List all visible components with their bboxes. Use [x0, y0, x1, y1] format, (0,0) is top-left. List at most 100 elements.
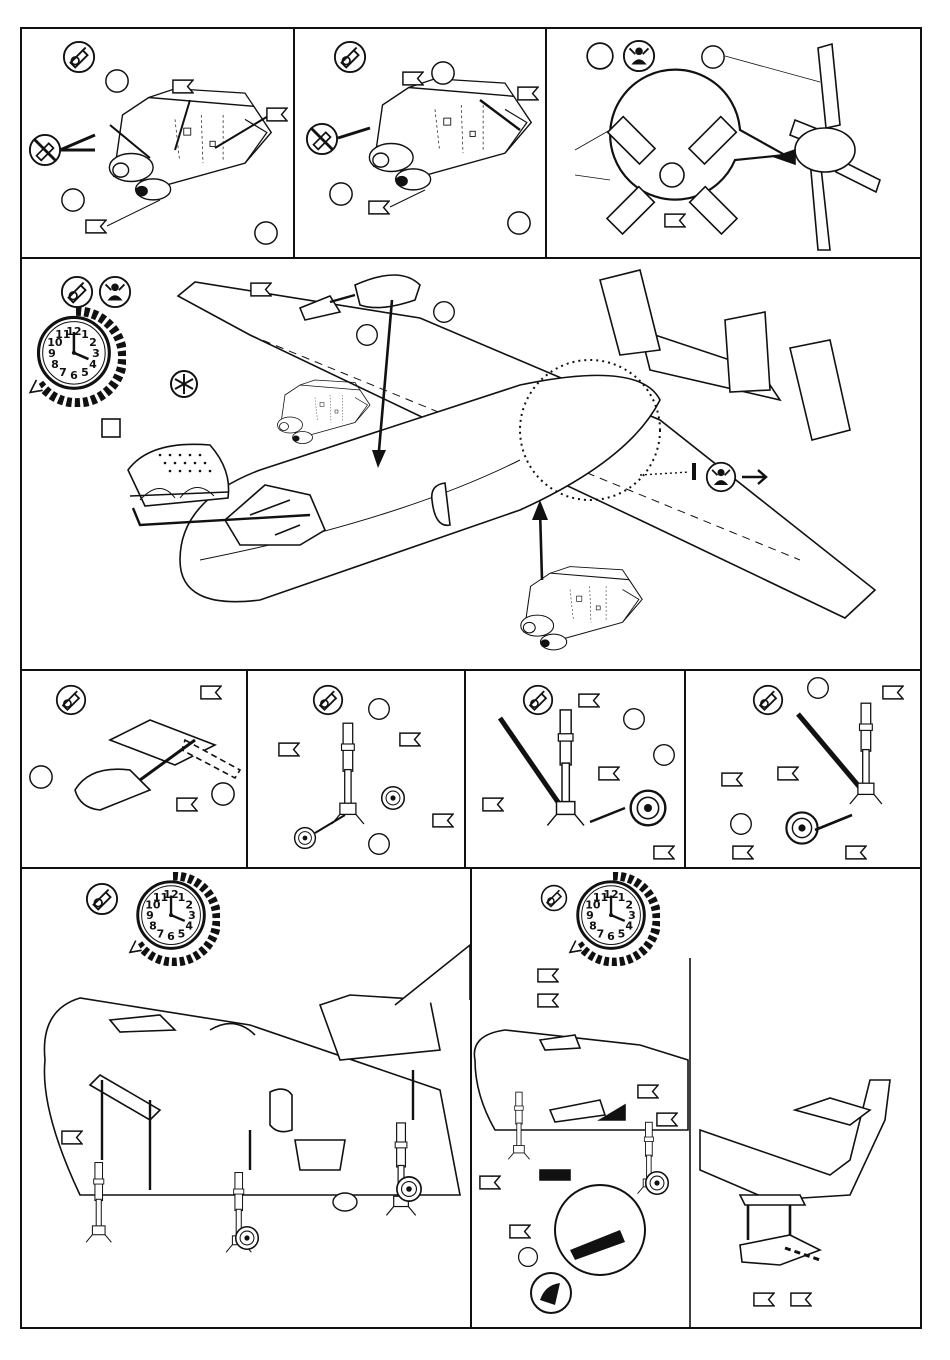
clock-numeral: 11 — [153, 891, 168, 904]
asterisk-icon — [171, 371, 197, 397]
part-callout — [369, 834, 390, 855]
direction-arrow-icon — [742, 470, 766, 484]
paint-icon — [624, 41, 654, 71]
gear-strut-drawing — [850, 703, 882, 804]
glue-tube-icon — [64, 42, 94, 72]
cement-nozzle-icon — [531, 1273, 571, 1313]
part-number-flag-icon — [754, 1293, 774, 1306]
aircraft-top-view-drawing — [178, 270, 875, 618]
gear-strut-drawing — [332, 723, 364, 824]
wheel-drawing — [397, 1177, 421, 1201]
clock-numeral: 6 — [70, 369, 78, 382]
panel-1 — [30, 42, 287, 244]
glue-tube-icon — [87, 884, 117, 914]
part-callout — [434, 302, 455, 323]
panel-3 — [575, 41, 880, 250]
wheel-drawing — [631, 791, 666, 826]
panel-7 — [483, 686, 674, 859]
wheel-drawing — [646, 1172, 669, 1195]
part-callout — [330, 183, 352, 205]
part-number-flag-icon — [654, 846, 674, 859]
wheel-drawing — [236, 1227, 259, 1250]
canopy-part-drawing — [128, 444, 229, 506]
part-number-flag-icon — [403, 72, 423, 85]
part-callout — [255, 222, 277, 244]
clock-numeral: 7 — [59, 366, 67, 379]
part-number-flag-icon — [267, 108, 287, 121]
part-number-flag-icon — [86, 220, 106, 233]
propeller-drawing — [775, 44, 880, 250]
clock-numeral: 4 — [185, 920, 193, 933]
clock-numeral: 1 — [618, 891, 626, 904]
panel-2 — [307, 42, 538, 234]
panel-4: 121234567891011 — [30, 270, 875, 650]
clock-numeral: 4 — [89, 358, 97, 371]
part-number-flag-icon — [510, 1225, 530, 1238]
part-number-flag-icon — [791, 1293, 811, 1306]
part-box — [102, 419, 120, 437]
part-number-flag-icon — [483, 798, 503, 811]
part-callout — [357, 325, 378, 346]
clock-numeral: 11 — [55, 328, 70, 341]
panel-5 — [30, 686, 240, 811]
tail-side-drawing — [700, 1080, 890, 1205]
part-callout — [30, 766, 52, 788]
clock-numeral: 1 — [81, 328, 89, 341]
part-number-flag-icon — [177, 798, 197, 811]
fuselage-side-drawing — [474, 1030, 688, 1180]
part-number-flag-icon — [665, 214, 685, 227]
wheel-drawing — [295, 828, 316, 849]
part-number-flag-icon — [733, 846, 753, 859]
glue-tube-icon — [57, 686, 85, 714]
part-callout — [519, 1248, 538, 1267]
part-callout — [654, 745, 675, 766]
clock-numeral: 7 — [597, 927, 605, 940]
glue-tube-icon — [524, 686, 552, 714]
no-glue-icon — [307, 124, 337, 154]
part-number-flag-icon — [778, 767, 798, 780]
part-callout — [624, 709, 645, 730]
part-callout — [702, 46, 724, 68]
part-callout — [808, 678, 829, 699]
part-callout — [333, 1193, 357, 1211]
part-number-flag-icon — [846, 846, 866, 859]
clock-numeral: 6 — [607, 930, 615, 943]
panel-8 — [722, 678, 903, 859]
glue-tube-icon — [542, 886, 567, 911]
clock-numeral: 4 — [625, 920, 633, 933]
part-callout — [587, 43, 613, 69]
glue-tube-icon — [335, 42, 365, 72]
paint-icon — [100, 277, 130, 307]
part-callout — [212, 783, 234, 805]
part-number-flag-icon — [433, 814, 453, 827]
detail-zoom-circle — [555, 1185, 645, 1275]
part-callout — [369, 699, 390, 720]
glue-tube-icon — [314, 686, 342, 714]
part-number-flag-icon — [400, 733, 420, 746]
assembly-arrow — [540, 510, 542, 580]
tail-bumper-part — [740, 1235, 820, 1265]
clock-numeral: 5 — [618, 927, 626, 940]
fuselage-side-drawing — [44, 945, 470, 1195]
gear-strut-drawing — [547, 710, 584, 826]
part-number-flag-icon — [279, 743, 299, 756]
glue-tube-icon — [754, 686, 782, 714]
part-number-flag-icon — [251, 283, 271, 296]
panel-6 — [279, 686, 453, 855]
part-number-flag-icon — [480, 1176, 500, 1189]
wheel-drawing — [382, 787, 405, 810]
paint-icon — [707, 463, 735, 491]
clock-numeral: 5 — [81, 366, 89, 379]
clock-numeral: 11 — [593, 891, 608, 904]
engine-nacelle-drawing — [278, 380, 371, 444]
part-callout — [106, 70, 128, 92]
part-number-flag-icon — [722, 773, 742, 786]
clock-numeral: 6 — [167, 930, 175, 943]
part-number-flag-icon — [369, 201, 389, 214]
assembly-arrow — [60, 135, 95, 150]
part-number-flag-icon — [538, 969, 558, 982]
engine-nacelle-drawing — [521, 567, 642, 650]
part-number-flag-icon — [883, 686, 903, 699]
